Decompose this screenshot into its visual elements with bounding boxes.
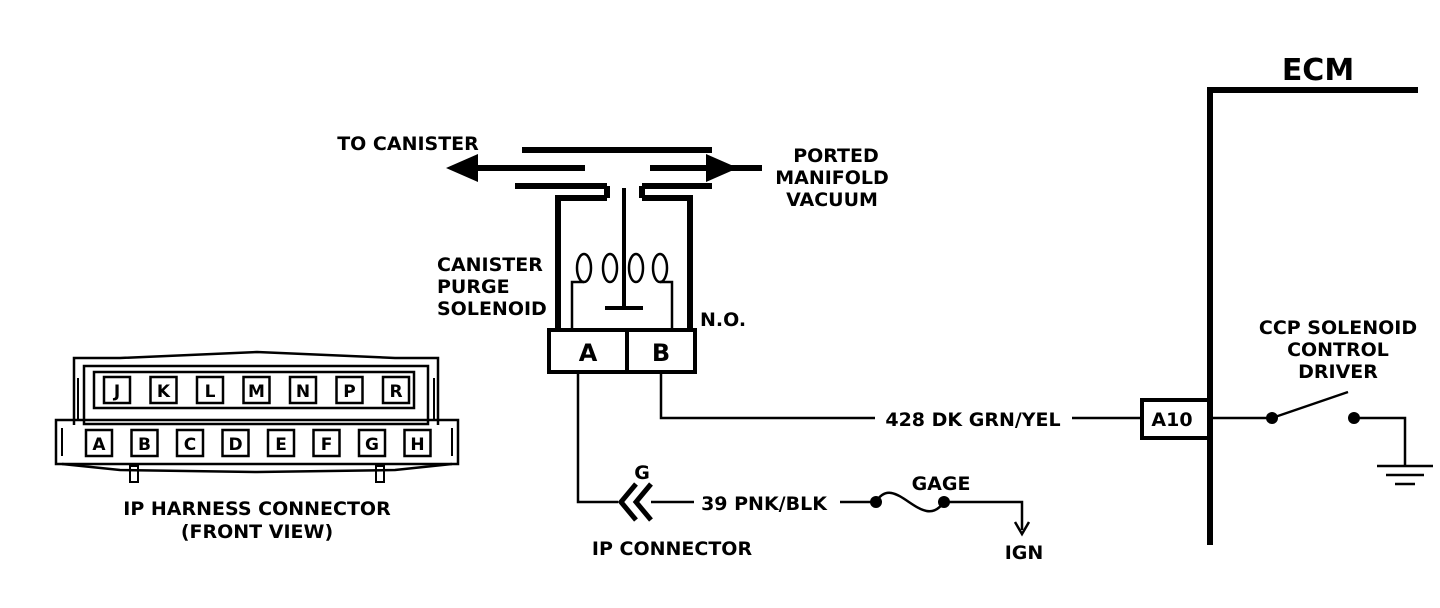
harness-pin-label: H [410,435,424,455]
harness-pin-cell [221,428,250,458]
harness-pin-cell [288,375,318,405]
ip-connector-pin: G [634,462,650,484]
wire-39-label: 39 PNK/BLK [701,493,828,515]
harness-pin-cell [242,375,271,405]
harness-pin-cell [335,375,364,405]
harness-pin-label: N [296,382,310,402]
harness-pin-cell [149,375,178,405]
svg-text:CCP SOLENOID: CCP SOLENOID [1259,317,1417,339]
harness-pin-cell [102,375,132,405]
svg-text:PORTED: PORTED [793,145,879,167]
harness-pin-label: B [138,435,151,455]
harness-pin-label: G [365,435,379,455]
harness-pin-label: D [228,435,242,455]
arrow-left-icon [446,154,478,182]
svg-text:SOLENOID: SOLENOID [437,298,547,320]
harness-pin-label: A [92,435,106,455]
harness-pin-label: F [321,435,333,455]
harness-pin-label: K [157,382,171,402]
solenoid-label: CANISTER PURGE SOLENOID [437,254,547,320]
harness-pin-cell [175,428,205,458]
canister-purge-solenoid: A B [547,188,697,374]
ip-connector-label: IP CONNECTOR [592,538,753,560]
harness-bottom-row: A B C D E F G H [84,428,432,458]
harness-pin-cell [195,375,225,405]
svg-text:VACUUM: VACUUM [786,189,878,211]
ccp-label: CCP SOLENOID CONTROL DRIVER [1259,317,1417,383]
to-canister-label: TO CANISTER [337,133,479,155]
arrow-right-icon [706,154,738,182]
arrow-down-icon [1013,521,1031,537]
ip-harness-connector: J K L M N P R A B C D E F G H IP HARNESS CONNECTOR (F… [54,350,460,543]
harness-subtitle: (FRONT VIEW) [181,521,333,543]
vacuum-tubes [446,147,762,198]
harness-pin-label: M [248,382,265,402]
svg-text:CANISTER: CANISTER [437,254,543,276]
fuse-label: GAGE [912,473,971,495]
solenoid-terminal-b: B [652,339,670,367]
harness-pin-cell [130,428,159,458]
ecm-pin-a10: A10 [1151,409,1192,431]
harness-pin-label: P [343,382,355,402]
fuse-icon [874,491,946,513]
harness-pin-cell [357,428,387,458]
ccp-driver-switch [1210,390,1433,486]
harness-pin-cell [381,375,411,405]
harness-pin-label: R [389,382,402,402]
harness-title: IP HARNESS CONNECTOR [123,498,391,520]
harness-pin-label: L [205,382,216,402]
solenoid-terminal-a: A [579,339,598,367]
svg-text:PURGE: PURGE [437,276,510,298]
ecm-module: ECM [1207,53,1418,545]
wire-39: 39 PNK/BLK [576,372,1031,537]
harness-pin-label: E [275,435,287,455]
wire-428: 428 DK GRN/YEL [659,372,1142,431]
ecm-title: ECM [1282,53,1354,88]
harness-pin-label: J [113,382,120,402]
harness-pin-label: C [184,435,196,455]
normally-open-label: N.O. [700,309,746,331]
svg-text:MANIFOLD: MANIFOLD [775,167,889,189]
wire-428-label: 428 DK GRN/YEL [885,409,1060,431]
svg-text:CONTROL: CONTROL [1287,339,1389,361]
harness-pin-cell [84,428,114,458]
ground-icon [1377,464,1433,486]
harness-pin-cell [266,428,296,458]
solenoid-coil-icon [570,252,674,330]
ported-vacuum-label: PORTED MANIFOLD VACUUM [775,145,889,211]
svg-text:DRIVER: DRIVER [1298,361,1378,383]
ignition-label: IGN [1005,542,1044,564]
harness-pin-cell [312,428,341,458]
ip-connector-icon [617,482,653,522]
harness-pin-cell [403,428,432,458]
